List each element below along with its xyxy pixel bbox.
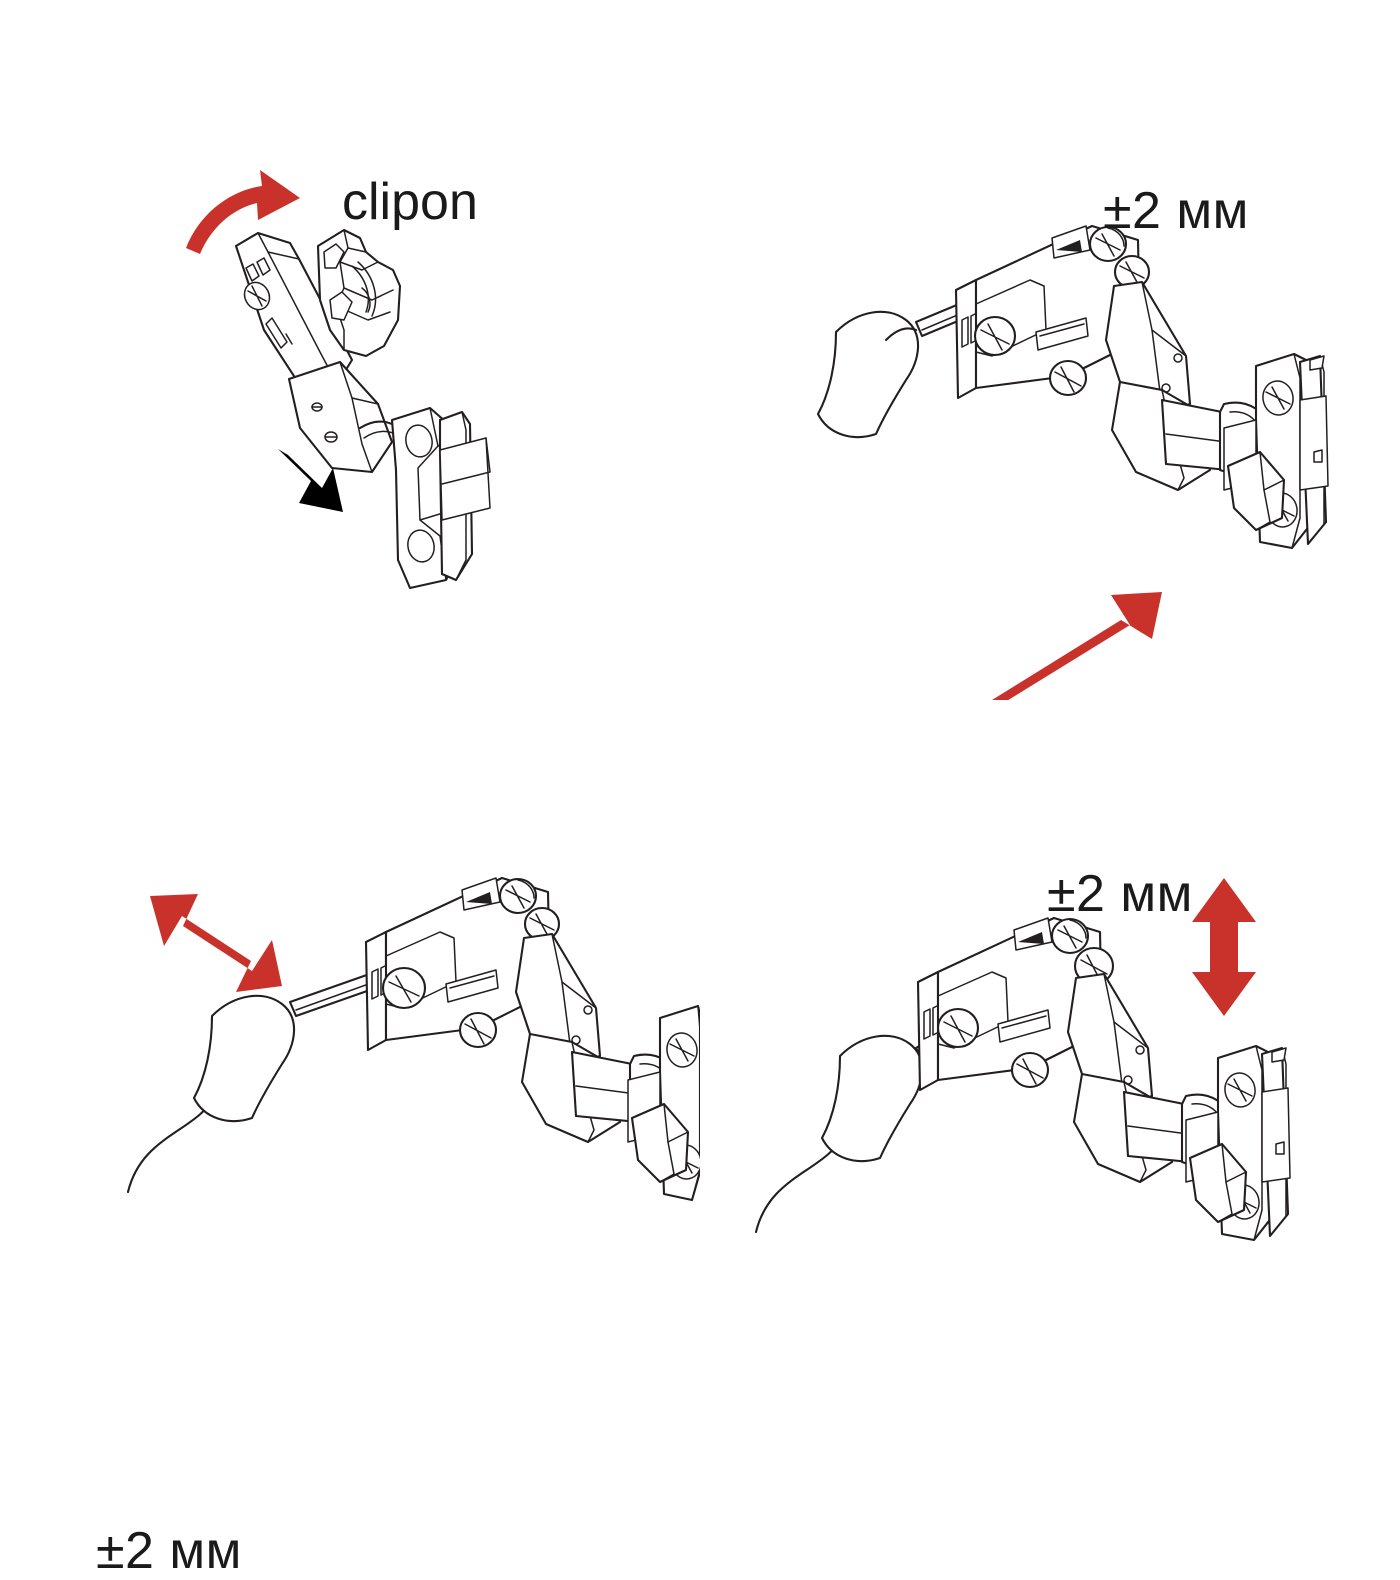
depth-adjust-arrow-icon	[992, 592, 1162, 700]
push-on-arrow-icon	[278, 449, 343, 512]
door-plate	[1223, 352, 1329, 550]
hinge-arm-link	[287, 360, 405, 474]
mounting-plate-clip	[316, 228, 402, 358]
panel-depth-adjust: ±2 мм	[700, 0, 1400, 700]
height-adjust-arrow-icon	[1192, 878, 1256, 1016]
tolerance-label-height: ±2 мм	[1047, 865, 1193, 923]
panel-side-adjust: ±2 мм	[0, 700, 700, 1577]
clip-on-curved-arrow-icon	[186, 170, 300, 254]
mounting-plate	[916, 916, 1115, 1092]
hinge-arm-assembly	[234, 231, 354, 395]
door-mounting-plate	[390, 406, 491, 590]
side-adjust-arrow-icon	[150, 894, 282, 992]
hand-with-screwdriver	[126, 962, 406, 1194]
tolerance-label-side: ±2 мм	[96, 1522, 242, 1580]
clipon-label: clipon	[342, 173, 478, 231]
mounting-plate	[954, 224, 1151, 400]
panel-clipon: clipon	[0, 0, 700, 700]
mounting-plate	[364, 876, 561, 1052]
door-plate	[627, 1004, 700, 1202]
tolerance-label-depth: ±2 мм	[1103, 182, 1249, 240]
panel-height-adjust: ±2 мм	[700, 700, 1400, 1400]
door-plate	[1185, 1044, 1291, 1242]
